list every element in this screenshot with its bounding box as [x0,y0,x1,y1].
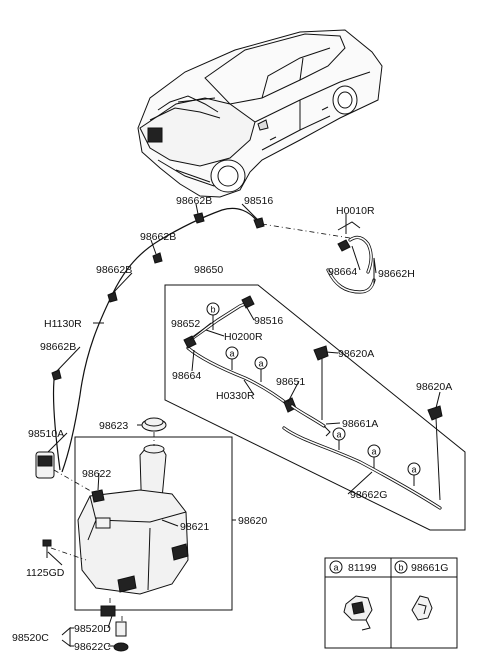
label-98661a: 98661A [342,418,378,430]
label-98650: 98650 [194,264,223,276]
callout-a-1: a [225,346,239,370]
hose-h0330r [186,346,292,408]
legend-b-part-number: 98661G [411,562,448,574]
assembly-98650-outline [164,284,466,531]
label-h0330r: H0330R [216,390,255,402]
legend-a-part-number: 81199 [348,562,377,574]
nozzle-group-h0010r [326,221,376,294]
label-98510a: 98510A [28,428,64,440]
label-98651: 98651 [276,376,305,388]
nozzle-98620a-right [427,405,443,501]
label-98621: 98621 [180,521,209,533]
level-sensor-98520c [100,605,129,652]
label-h0010r: H0010R [336,205,375,217]
callout-b-1: b [206,302,220,330]
pump-98510a [35,451,55,479]
connector-98651 [283,397,297,413]
bolt-1125gd [42,539,52,558]
label-98662b-2: 98662B [140,231,176,243]
connector-98516-top [253,217,265,229]
svg-text:a: a [371,447,376,457]
label-98652: 98652 [171,318,200,330]
connector-98516-mid [241,295,255,309]
callout-a-5: a [407,462,421,486]
label-1125gd: 1125GD [26,567,65,579]
label-h0200r: H0200R [224,331,263,343]
label-98664-left: 98664 [172,370,201,382]
connector-98652 [183,335,197,349]
label-98516-mid: 98516 [254,315,283,327]
label-98622: 98622 [82,468,111,480]
svg-text:a: a [229,349,234,359]
hose-h1130r [61,207,259,473]
label-98662b-3: 98662B [96,264,132,276]
label-98620a-2: 98620A [416,381,452,393]
label-98623: 98623 [99,420,128,432]
hose-98662g [282,426,442,510]
svg-text:a: a [411,465,416,475]
legend-cell-a: a 81199 [329,560,377,631]
car-illustration [137,29,383,198]
legend-table: a 81199 b 98661G [324,557,458,649]
label-98622c: 98622C [74,641,111,653]
callout-a-4: a [367,444,381,468]
svg-text:a: a [258,359,263,369]
label-98662b-4: 98662B [40,341,76,353]
label-98516-top: 98516 [244,195,273,207]
cap-98623 [141,417,167,432]
label-98662b-1: 98662B [176,195,212,207]
part-labels: 98662B 98516 98662B H0010R 98650 98662B … [12,195,452,653]
label-98664-right: 98664 [328,266,357,278]
reservoir-assembly-98620-outline [74,436,233,611]
label-h1130r: H1130R [44,318,82,330]
legend-cell-b: b 98661G [394,560,448,621]
reservoir-body [77,489,189,595]
legend-b-letter: b [398,563,403,573]
callout-a-2: a [254,356,268,382]
clip-98662b-2 [152,252,163,264]
label-98520d: 98520D [74,623,111,635]
label-98520c: 98520C [12,632,49,644]
legend-a-letter: a [333,563,338,573]
label-98662g: 98662G [350,489,387,501]
label-98662h: 98662H [378,268,415,280]
grommet-98622 [91,489,105,503]
label-98620: 98620 [238,515,267,527]
svg-text:a: a [336,430,341,440]
svg-text:b: b [210,305,215,315]
callout-a-3: a [332,427,346,450]
label-98620a-1: 98620A [338,348,374,360]
nozzle-98620a-left [313,345,329,420]
leader-lines [47,203,441,647]
clip-98662b-1 [193,212,205,224]
